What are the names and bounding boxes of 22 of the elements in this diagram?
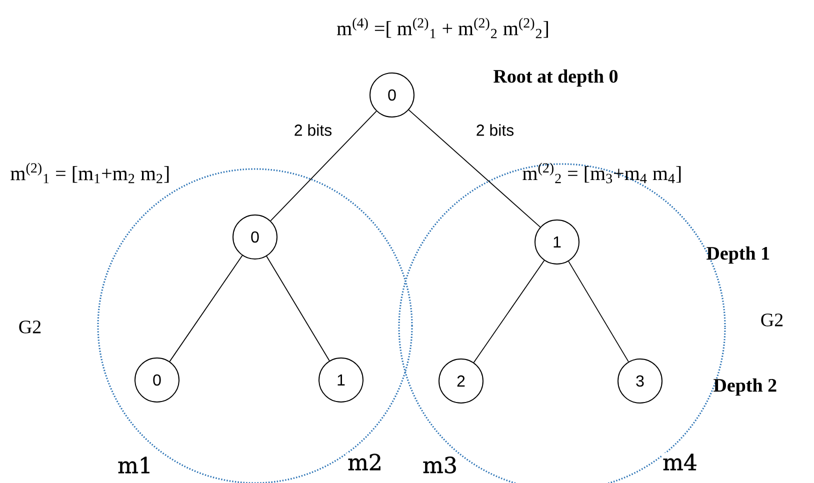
connector-line	[169, 255, 243, 362]
edge-label: 2 bits	[292, 123, 334, 137]
group-label: G2	[19, 320, 41, 334]
connector-line	[473, 260, 545, 363]
tree-node: 1	[534, 220, 580, 264]
depth-label: Depth 2	[714, 378, 776, 396]
connector-line	[270, 110, 377, 222]
connector-line	[568, 260, 629, 362]
connector-line	[408, 110, 541, 228]
edge-label: 2 bits	[474, 123, 516, 137]
tree-node: 0	[370, 72, 414, 118]
tree-node: 0	[232, 214, 278, 260]
depth-label: Root at depth 0	[494, 69, 618, 87]
tree-node: 1	[318, 358, 364, 402]
formula-text: m$^{(2)}$$_{1}$ = [m$_{1}$+m$_{2}$ m$_{2}$]	[10, 162, 169, 184]
tree-node: 3	[618, 358, 662, 404]
tree-node: 2	[438, 358, 484, 404]
group-label: G2	[761, 314, 783, 326]
connector-line	[266, 256, 330, 362]
tree-node: 0	[134, 358, 180, 402]
depth-label: Depth 1	[706, 246, 770, 264]
formula-text: m$^{(4)}$ =[ m$^{(2)}$$_{1}$ + m$^{(2)}$$_{2}$ m$^{(2)}$$_{2}$]	[336, 18, 548, 38]
